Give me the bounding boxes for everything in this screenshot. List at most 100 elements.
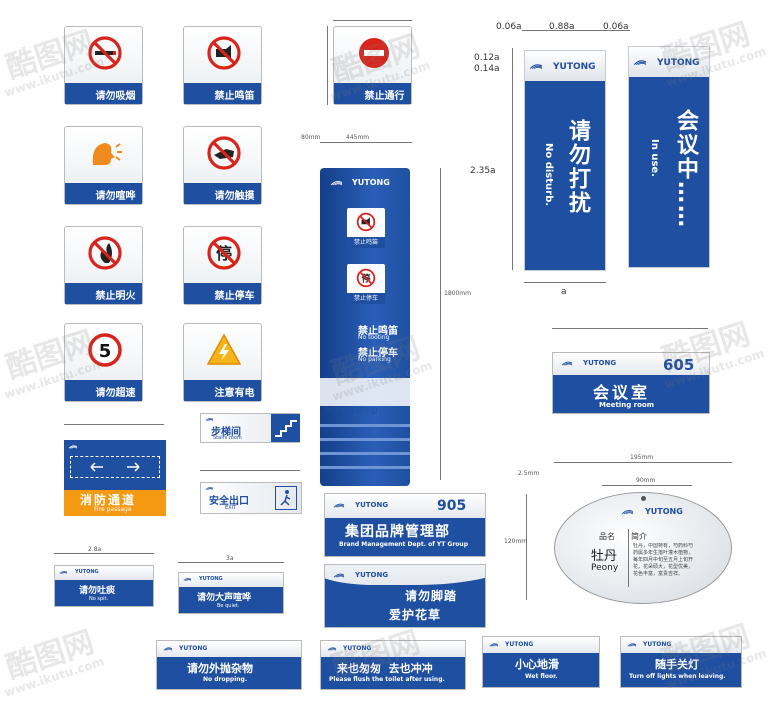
sign-meeting-room: YUTONG 605 会议室 Meeting room: [552, 352, 710, 414]
totem-small-sign-1: 禁止鸣笛: [347, 208, 385, 248]
room-en: Meeting room: [599, 401, 655, 409]
brand-text: YUTONG: [75, 569, 99, 575]
yutong-logo-icon: [59, 569, 75, 575]
dim-totem-width: 445mm: [346, 134, 370, 141]
no-horn-icon: [207, 36, 241, 70]
bottom-sign-en: Turn off lights when leaving.: [629, 673, 726, 680]
sign-no-horn: 禁止鸣笛: [183, 26, 262, 105]
sign-no-spit: YUTONG 请勿吐痰 No spit.: [54, 565, 154, 607]
sign-brand-dept: YUTONG 905 集团品牌管理部 Brand Management Dept…: [324, 493, 486, 557]
brand-text: YUTONG: [355, 501, 389, 509]
brand-text: YUTONG: [199, 576, 223, 582]
stairs-cn: 步梯间: [211, 427, 241, 438]
peony-desc: 牡丹，中国特有，芍药科芍药属多年生落叶灌木植物，每年四月中旬至五月上旬开花，花朵…: [633, 543, 694, 577]
no-entry-icon: [359, 38, 389, 68]
sign-be-quiet: YUTONG 请勿大声喧哗 Be quiet.: [178, 572, 284, 614]
yutong-logo-icon: [68, 443, 86, 450]
arrows-icon: [70, 456, 160, 478]
exit-cn: 安全出口: [209, 496, 249, 507]
bottom-sign-cn: 随手关灯: [655, 658, 699, 671]
sign-label: 注意有电: [214, 388, 255, 399]
sign-keep-quiet: 请勿喧哗: [64, 126, 143, 205]
brand-text: YUTONG: [179, 645, 208, 652]
inuse-cn: 会议中……: [673, 109, 698, 229]
be-quiet-en: Be quiet.: [217, 603, 240, 609]
dim-peony-height: 120mm: [504, 538, 528, 545]
bottom-sign-cn: 请勿外抛杂物: [187, 662, 253, 675]
no-smoking-icon: [88, 36, 122, 70]
disturb-en: No disturb.: [543, 143, 554, 207]
yutong-logo-icon: [529, 61, 555, 71]
no-parking-icon: 停: [356, 268, 376, 288]
dim-totem-left: 80mm: [301, 134, 321, 141]
brand-text: YUTONG: [505, 641, 534, 648]
no-touch-icon: [207, 136, 241, 170]
sign-wet-floor: YUTONG 小心地滑 Wet floor.: [482, 636, 600, 688]
sign-no-parking: 停 禁止停车: [183, 226, 262, 305]
sign-label: 禁止通行: [364, 91, 405, 102]
lawn-line2: 爱护花草: [389, 608, 442, 622]
totem-small-sign-2: 停 禁止停车: [347, 264, 385, 304]
lawn-line1: 请勿脚踏: [405, 589, 458, 603]
room-cn: 会议室: [593, 383, 651, 402]
sign-no-touch: 请勿触摸: [183, 126, 262, 205]
svg-text:5: 5: [99, 341, 112, 362]
totem-line1-en: No tooting: [358, 334, 390, 341]
bottom-sign-en: No dropping.: [203, 676, 248, 683]
be-quiet-cn: 请勿大声喧哗: [197, 593, 252, 603]
yutong-logo-icon: [633, 57, 659, 67]
no-parking-icon: 停: [207, 236, 241, 270]
dim-height: 2.35a: [470, 166, 496, 176]
brand-text: YUTONG: [352, 178, 390, 187]
fire-cn: 消防通道: [80, 493, 137, 507]
totem-footer: 中国宇通 精中国: [326, 407, 378, 415]
sign-label: 请勿超速: [95, 388, 136, 399]
dept-cn: 集团品牌管理部: [345, 524, 450, 540]
totem-line2-cn: 禁止停车: [358, 348, 398, 359]
sign-lawn: YUTONG 请勿脚踏 爱护花草: [324, 564, 486, 628]
fire-en: Fire passage: [94, 506, 132, 513]
bottom-sign-en: Wet floor.: [525, 673, 558, 680]
yutong-logo-icon: [561, 359, 583, 367]
bottom-sign-en: Please flush the toilet after using.: [329, 676, 445, 683]
sign-label: 禁止停车: [214, 291, 255, 302]
sign-flush-toilet: YUTONG 来也匆匆 去也冲冲 Please flush the toilet…: [320, 640, 466, 690]
bottom-sign-cn: 来也匆匆 去也冲冲: [337, 662, 433, 675]
brand-text: YUTONG: [657, 58, 700, 68]
yutong-logo-icon: [330, 178, 354, 187]
brand-text: YUTONG: [583, 359, 617, 367]
peony-title-label: 品名: [599, 532, 615, 541]
dept-en: Brand Management Dept. of YT Group: [339, 541, 468, 548]
sign-label: 请勿触摸: [214, 191, 255, 202]
dim-right: 0.06a: [603, 22, 629, 32]
sign-no-entry: 禁止通行: [333, 26, 412, 105]
peony-intro-label: 简介: [631, 532, 647, 541]
no-spit-en: No spit.: [89, 596, 109, 602]
brand-text: YUTONG: [643, 641, 672, 648]
sign-lights-off: YUTONG 随手关灯 Turn off lights when leaving…: [620, 636, 742, 688]
sign-no-dropping: YUTONG 请勿外抛杂物 No dropping.: [156, 640, 302, 690]
dim-peony-hole: 2.5mm: [518, 470, 540, 477]
sign-exit: 安全出口 EXIT: [200, 482, 302, 514]
sign-label: 请勿吸烟: [95, 91, 136, 102]
bottom-sign-cn: 小心地滑: [515, 658, 559, 671]
exit-en: EXIT: [225, 505, 237, 511]
keep-quiet-icon: [92, 143, 122, 165]
peony-name-cn: 牡丹: [591, 549, 618, 564]
room-number: 605: [663, 356, 695, 374]
totem-small-label-2: 禁止停车: [347, 293, 385, 304]
yutong-logo-icon: [333, 501, 355, 509]
no-fire-icon: [88, 236, 122, 270]
dept-number: 905: [437, 498, 467, 514]
no-spit-cn: 请勿吐痰: [79, 586, 116, 596]
totem-line2-en: No parking: [358, 356, 391, 363]
exit-door-icon: [275, 486, 297, 510]
stairs-en: Stairs room: [213, 435, 242, 441]
totem-line1-cn: 禁止鸣笛: [358, 326, 398, 337]
sign-stairs: 步梯间 Stairs room: [200, 413, 300, 443]
sign-no-smoking: 请勿吸烟: [64, 26, 143, 105]
dim-top1: 0.12a: [474, 53, 500, 63]
brand-text: YUTONG: [343, 645, 372, 652]
brand-text: YUTONG: [645, 507, 683, 516]
peony-name-en: Peony: [591, 563, 619, 573]
